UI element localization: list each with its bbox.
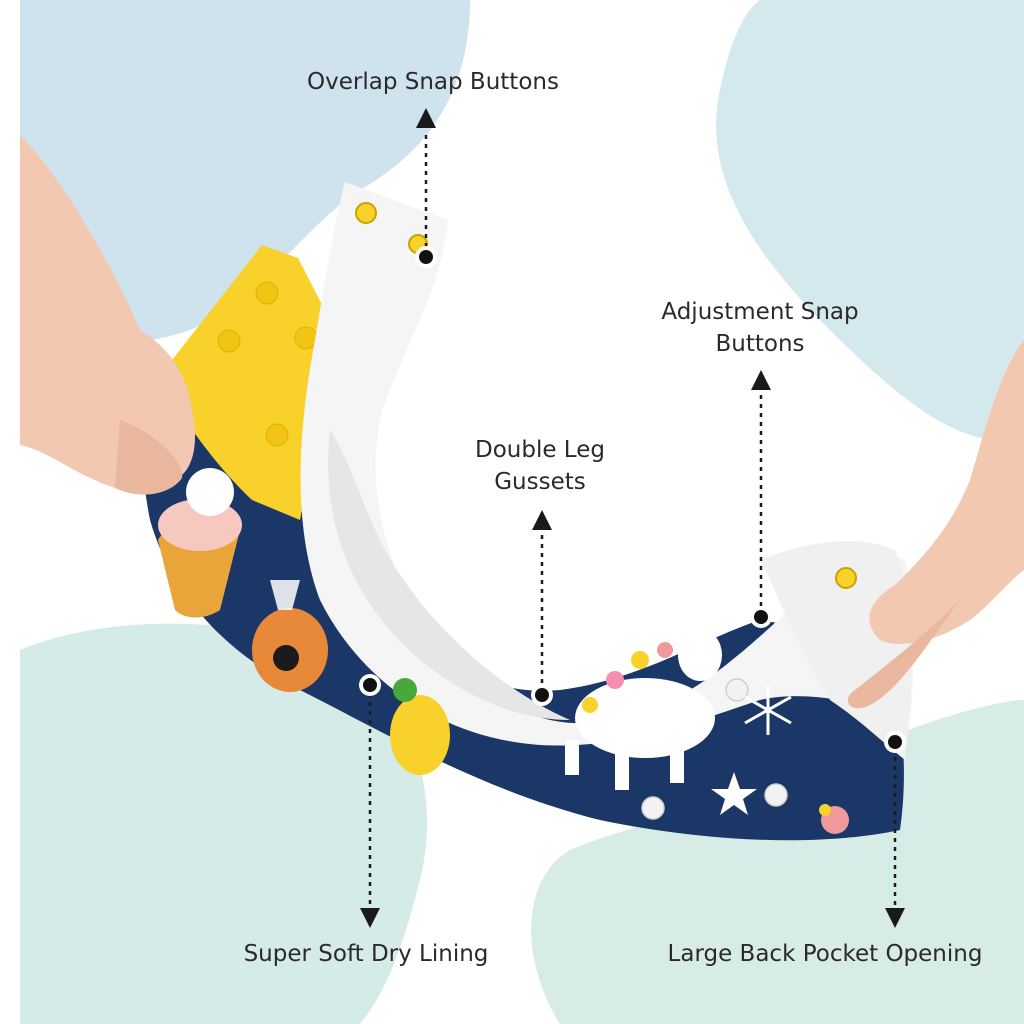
marker-dots bbox=[359, 246, 906, 753]
up-arrow-icon bbox=[416, 108, 436, 128]
hands bbox=[20, 135, 1024, 709]
callout-lines bbox=[368, 135, 897, 910]
up-arrow-icon bbox=[532, 510, 552, 530]
back-right-wing bbox=[760, 541, 912, 760]
callout-text: Large Back Pocket Opening bbox=[667, 941, 983, 967]
right-hand bbox=[869, 340, 1024, 644]
up-arrow-icon bbox=[751, 370, 771, 390]
background-blobs bbox=[20, 0, 1024, 1024]
blob-bottom-left bbox=[20, 623, 427, 1024]
diaper bbox=[141, 182, 914, 841]
callout-large-back-pocket-opening: Large Back Pocket Opening bbox=[652, 938, 998, 970]
callout-text-line2: Buttons bbox=[715, 331, 805, 357]
blob-top-left bbox=[20, 0, 470, 343]
callout-text: Overlap Snap Buttons bbox=[307, 69, 559, 95]
unicorn-icon bbox=[565, 629, 722, 790]
callout-adjustment-snap-buttons: Adjustment Snap Buttons bbox=[650, 296, 870, 360]
yellow-front-tab bbox=[158, 245, 335, 520]
down-arrow-icon bbox=[360, 908, 380, 928]
callout-overlap-snap-buttons: Overlap Snap Buttons bbox=[300, 66, 566, 98]
callout-super-soft-dry-lining: Super Soft Dry Lining bbox=[232, 938, 500, 970]
callout-double-leg-gussets: Double Leg Gussets bbox=[460, 434, 620, 498]
callout-text-line1: Double Leg bbox=[475, 437, 605, 463]
bear-icon bbox=[252, 580, 328, 692]
star-icon bbox=[711, 772, 757, 815]
cupcake-print bbox=[158, 468, 242, 618]
callout-text-line2: Gussets bbox=[494, 469, 586, 495]
callout-text: Super Soft Dry Lining bbox=[243, 941, 489, 967]
left-hand bbox=[20, 135, 195, 492]
callout-text-line1: Adjustment Snap bbox=[661, 299, 859, 325]
down-arrow-icon bbox=[885, 908, 905, 928]
snowflake-icon bbox=[744, 685, 792, 735]
blob-top-right bbox=[716, 0, 1024, 442]
